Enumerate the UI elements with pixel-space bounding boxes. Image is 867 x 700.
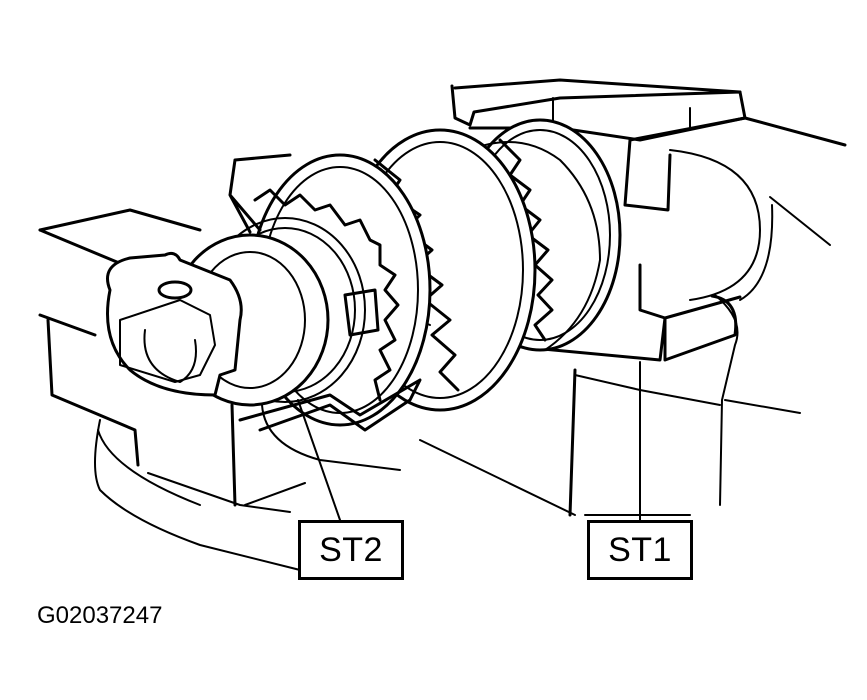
st2-leader-line	[297, 399, 341, 521]
leader-lines	[297, 364, 641, 521]
figure-id: G02037247	[37, 602, 163, 629]
callout-st2: ST2	[298, 520, 404, 580]
shaft-yoke	[106, 251, 243, 397]
callout-st1: ST1	[587, 520, 693, 580]
vise-right-block	[450, 78, 847, 506]
